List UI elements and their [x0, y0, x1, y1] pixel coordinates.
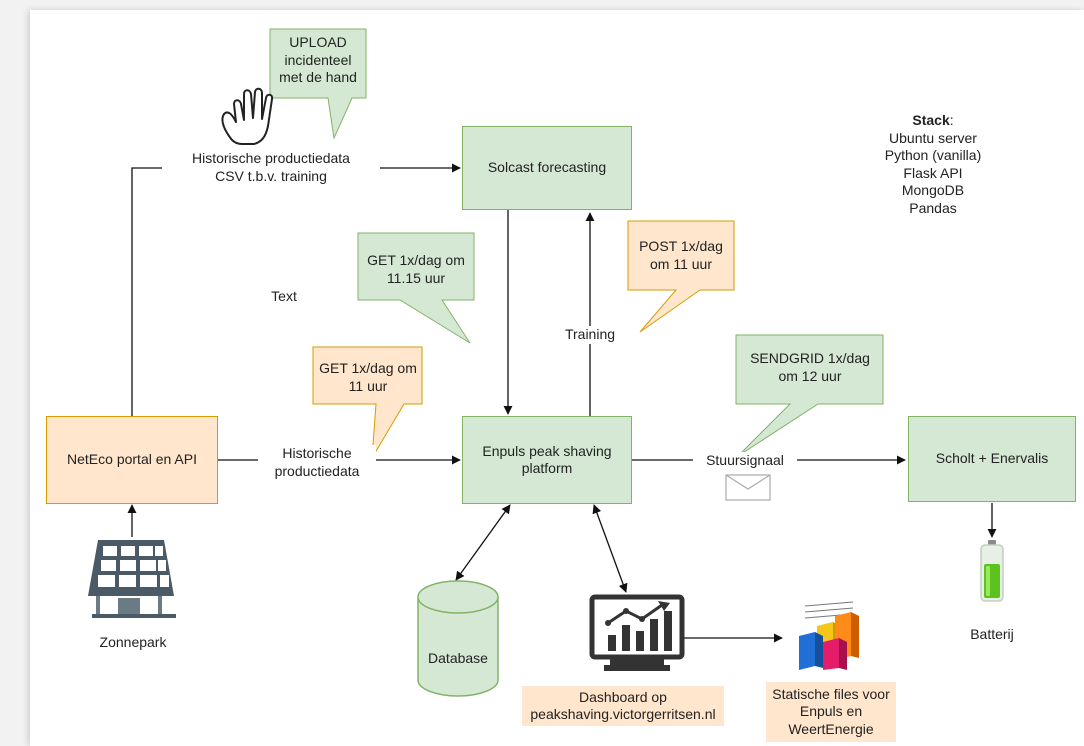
edge-label-historische-line1: Historische — [282, 445, 352, 461]
callout-get-11: GET 1x/dag om 11 uur — [319, 360, 417, 394]
edge-enpuls-dashboard — [592, 504, 628, 593]
dashboard-icon — [589, 594, 685, 671]
callout-upload: UPLOAD incidenteel met de hand — [279, 34, 357, 85]
enpuls-platform-box[interactable]: Enpuls peak shaving platform — [462, 416, 632, 504]
text-placeholder-label: Text — [271, 288, 297, 304]
callout-get-1115: GET 1x/dag om 11.15 uur — [367, 252, 465, 286]
edge-label-training: Training — [552, 326, 628, 344]
neteco-portal-box[interactable]: NetEco portal en API — [46, 416, 218, 504]
bar-chart-3d-icon — [799, 601, 859, 670]
edge-label-stuursignaal: Stuursignaal — [693, 452, 797, 470]
static-files-label: Statische files voor Enpuls en WeertEner… — [772, 685, 890, 737]
scholt-enervalis-box[interactable]: Scholt + Enervalis — [908, 416, 1076, 502]
callout-sendgrid: SENDGRID 1x/dag om 12 uur — [750, 350, 870, 384]
callout-upload-shape — [269, 28, 367, 140]
solcast-label: Solcast forecasting — [487, 159, 607, 176]
stack-item: Python (vanilla) — [884, 147, 982, 163]
callout-sendgrid-shape — [735, 334, 884, 457]
zonnepark-label: Zonnepark — [99, 634, 167, 650]
edge-label-historische-csv-line1: Historische productiedata — [192, 150, 350, 166]
neteco-label: NetEco portal en API — [67, 451, 197, 468]
edge-label-historische-csv: Historische productiedata CSV t.b.v. tra… — [162, 150, 380, 185]
callout-post11-shape — [627, 220, 735, 333]
stack-item: Flask API — [903, 164, 963, 181]
stack-item: Pandas — [909, 199, 957, 216]
callout-get11-shape — [312, 346, 423, 459]
stack-title: Stack: — [858, 112, 1008, 130]
edge-label-historische-productiedata: Historische productiedata — [258, 445, 376, 480]
stack-list: Stack: Ubuntu server Python (vanilla) Fl… — [858, 112, 1008, 217]
callout-post-11: POST 1x/dag om 11 uur — [639, 238, 723, 272]
database-icon — [417, 580, 499, 697]
edge-label-historische-line2: productiedata — [274, 462, 360, 479]
envelope-icon — [725, 474, 771, 501]
dashboard-label: Dashboard op peakshaving.victorgerritsen… — [530, 688, 716, 723]
batterij-label: Batterij — [970, 626, 1014, 642]
enpuls-label: Enpuls peak shaving platform — [482, 442, 612, 477]
edge-label-historische-csv-line2: CSV t.b.v. training — [215, 167, 327, 184]
edge-neteco-to-solcast — [131, 167, 168, 416]
database-label: Database — [428, 650, 488, 666]
stack-title-colon: : — [949, 112, 954, 128]
solcast-forecasting-box[interactable]: Solcast forecasting — [462, 126, 632, 210]
stack-item: Ubuntu server — [889, 129, 977, 146]
dashboard-label-box[interactable]: Dashboard op peakshaving.victorgerritsen… — [522, 686, 724, 726]
hand-icon — [221, 87, 274, 145]
battery-icon — [980, 540, 1004, 602]
scholt-label: Scholt + Enervalis — [935, 450, 1049, 467]
edge-enpuls-database — [455, 504, 511, 581]
static-files-label-box: Statische files voor Enpuls en WeertEner… — [766, 682, 896, 742]
callout-get1115-shape — [357, 232, 475, 344]
stack-item: MongoDB — [901, 182, 965, 198]
solar-panel-icon — [88, 540, 176, 618]
stack-title-text: Stack — [912, 112, 950, 128]
